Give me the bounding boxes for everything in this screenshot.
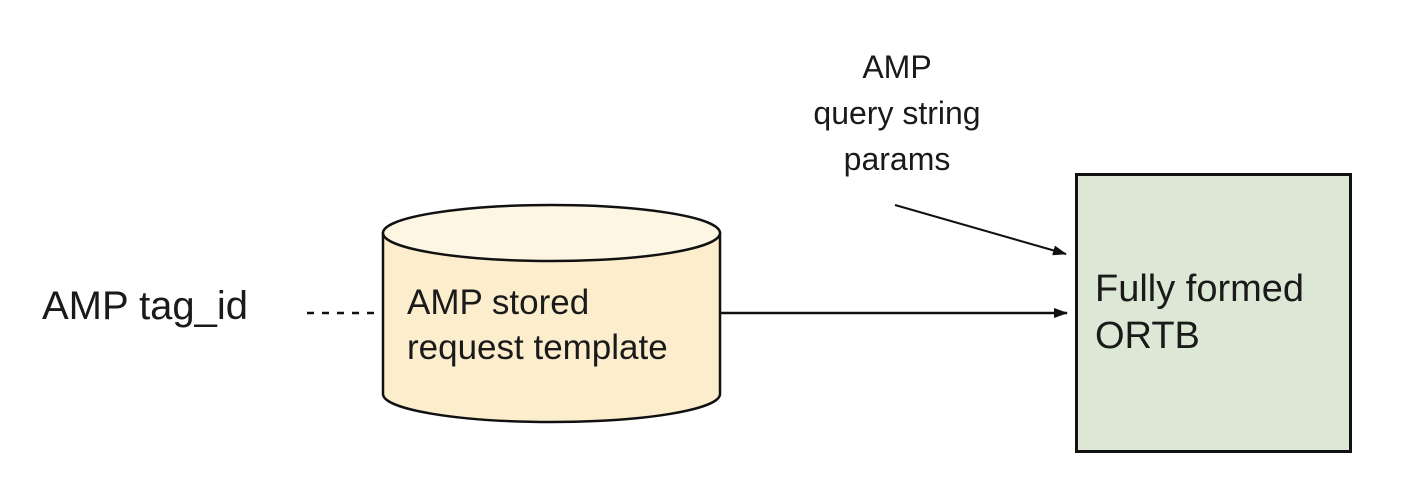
fully-formed-ortb-box: Fully formed ORTB — [1075, 173, 1352, 453]
database-cylinder-top — [381, 203, 722, 263]
arrow-query-params-to-ortb — [894, 204, 1067, 256]
query-string-params-label: AMP query string params — [813, 49, 981, 177]
stored-request-template-label: AMP stored request template — [407, 283, 668, 367]
fully-formed-ortb-label: Fully formed ORTB — [1095, 268, 1305, 357]
amp-tag-id-label: AMP tag_id — [42, 284, 249, 328]
database-cylinder-body — [381, 231, 722, 424]
